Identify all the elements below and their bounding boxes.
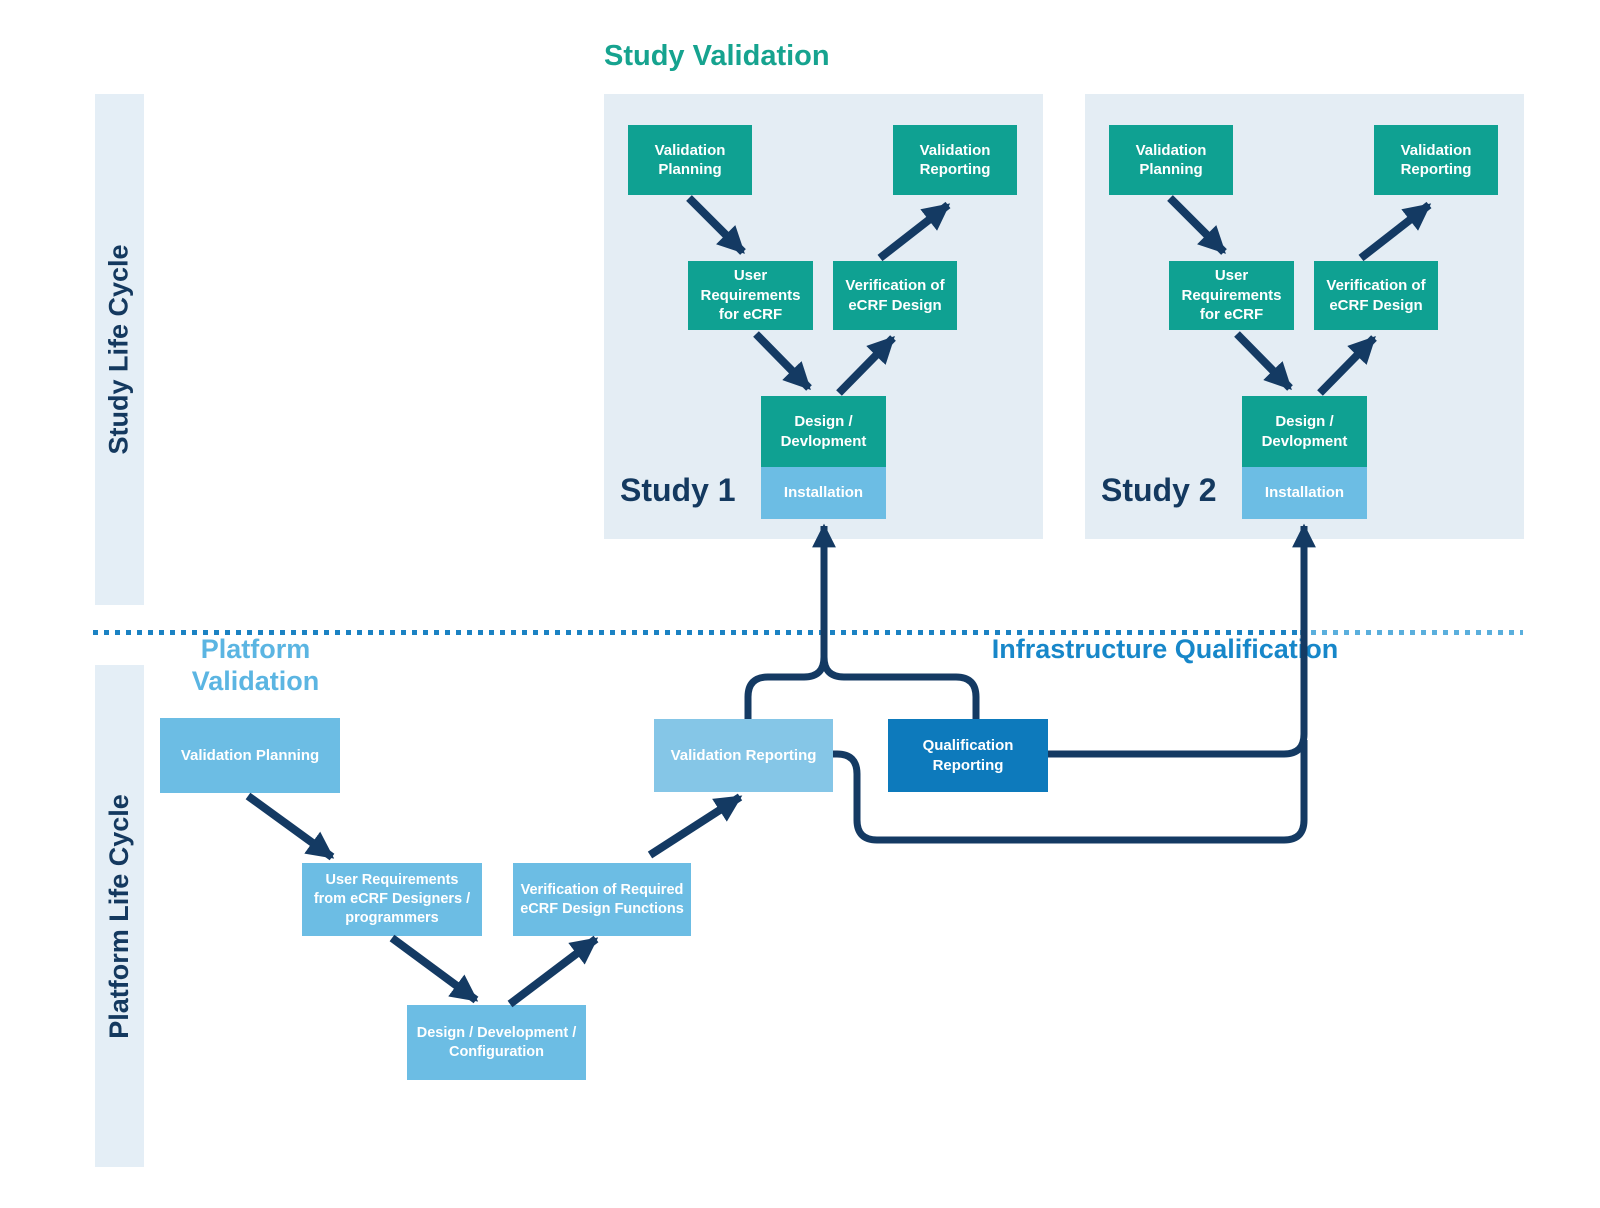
- study2-validation-reporting-box: Validation Reporting: [1374, 125, 1498, 195]
- platform-validation-reporting-box: Validation Reporting: [654, 719, 833, 792]
- platform-life-cycle-bar: Platform Life Cycle: [95, 665, 144, 1167]
- study-validation-title: Study Validation: [604, 40, 830, 72]
- study2-design-development-box: Design / Devlopment: [1242, 396, 1367, 467]
- infrastructure-qualification-title: Infrastructure Qualification: [991, 634, 1339, 664]
- platform-arrow-requirements-to-design: [389, 934, 479, 1004]
- platform-verification-box: Verification of Required eCRF Design Fun…: [513, 863, 691, 936]
- study-life-cycle-label: Study Life Cycle: [104, 244, 134, 455]
- study1-validation-planning-box: Validation Planning: [628, 125, 752, 195]
- study1-verification-box: Verification of eCRF Design: [833, 261, 957, 330]
- lifecycle-divider-left: [93, 630, 1300, 635]
- study-life-cycle-bar: Study Life Cycle: [95, 94, 144, 605]
- study1-validation-reporting-box: Validation Reporting: [893, 125, 1017, 195]
- platform-arrow-planning-to-requirements: [245, 792, 335, 861]
- qualification-reporting-box: Qualification Reporting: [888, 719, 1048, 792]
- platform-user-requirements-box: User Requirements from eCRF Designers / …: [302, 863, 482, 936]
- platform-validation-planning-box: Validation Planning: [160, 718, 340, 793]
- study2-verification-box: Verification of eCRF Design: [1314, 261, 1438, 330]
- platform-validation-title: Platform Validation: [191, 634, 320, 696]
- study1-fork-right-connector: [820, 656, 980, 719]
- study2-user-requirements-box: User Requirements for eCRF: [1169, 261, 1294, 330]
- platform-arrow-design-to-verification: [507, 935, 599, 1008]
- lifecycle-divider-right: [1300, 630, 1523, 635]
- study1-installation-box: Installation: [761, 467, 886, 519]
- study1-design-development-box: Design / Devlopment: [761, 396, 886, 467]
- platform-life-cycle-label: Platform Life Cycle: [104, 793, 135, 1039]
- study1-label: Study 1: [620, 472, 736, 508]
- study1-fork-left-connector: [744, 656, 828, 719]
- study1-user-requirements-box: User Requirements for eCRF: [688, 261, 813, 330]
- study2-label: Study 2: [1101, 472, 1217, 508]
- platform-design-development-box: Design / Development / Configuration: [407, 1005, 586, 1080]
- study2-validation-planning-box: Validation Planning: [1109, 125, 1233, 195]
- study2-installation-box: Installation: [1242, 467, 1367, 519]
- platform-arrow-verification-to-reporting: [647, 793, 743, 859]
